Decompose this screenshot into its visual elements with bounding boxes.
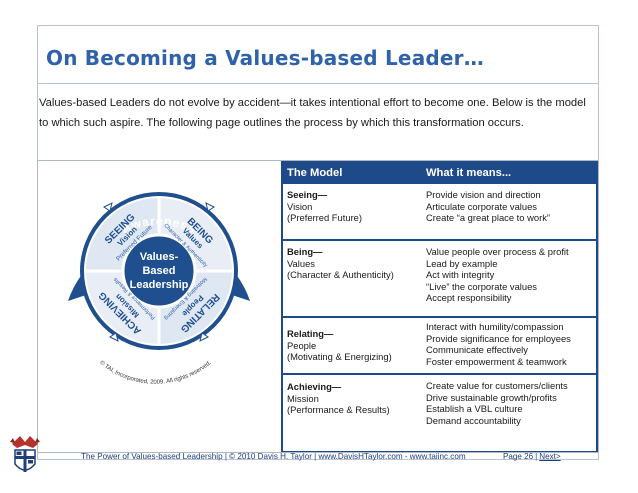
row-meaning-item: Provide vision and direction [426, 189, 541, 200]
table-row: Relating— People (Motivating & Energizin… [283, 318, 596, 373]
row-model-cell: Relating— People (Motivating & Energizin… [287, 328, 392, 363]
row-model-name: Being— [287, 246, 323, 257]
row-meaning-item: Establish a VBL culture [426, 403, 523, 415]
row-meaning-item: Accept responsibility [426, 292, 512, 304]
table-row: Seeing— Vision (Preferred Future) Provid… [283, 184, 596, 239]
row-model-name: Relating— [287, 328, 334, 339]
row-meaning-item: Foster empowerment & teamwork [426, 355, 567, 367]
row-model-sub: Vision [287, 200, 313, 212]
table-header-model: The Model [287, 167, 343, 179]
arrow-icon [103, 202, 113, 212]
arrow-icon [109, 332, 119, 342]
footer-pagination: Page 26|Next> [503, 452, 561, 461]
center-line-3: Leadership [130, 279, 189, 291]
row-meaning-cell: Value people over process & profit Lead … [426, 246, 569, 304]
title-bar: On Becoming a Values-based Leader… [38, 26, 598, 84]
row-meaning-item: Value people over process & profit [426, 246, 569, 257]
row-meaning-item: Demand accountability [426, 414, 521, 426]
diagram-svg: Values- Based Leadership Awareness Accou… [30, 174, 287, 386]
row-meaning-cell: Interact with humility/compassion Provid… [426, 321, 571, 367]
label-accountability: Accountability [38, 265, 65, 357]
row-model-sub: (Character & Authenticity) [287, 269, 394, 281]
row-model-sub: People [287, 339, 317, 351]
row-model-cell: Seeing— Vision (Preferred Future) [287, 189, 362, 224]
next-link[interactable]: Next> [539, 452, 561, 461]
row-meaning-item: Interact with humility/compassion [426, 321, 564, 332]
table-row: Being— Values (Character & Authenticity)… [283, 241, 596, 316]
row-meaning-item: “Live” the corporate values [426, 280, 537, 292]
center-line-1: Values- [140, 251, 179, 263]
row-meaning-cell: Provide vision and direction Articulate … [426, 189, 550, 224]
row-model-sub: Mission [287, 392, 319, 404]
intro-paragraph: Values-based Leaders do not evolve by ac… [39, 97, 586, 129]
crest-dragons [12, 436, 38, 448]
row-meaning-cell: Create value for customers/clients Drive… [426, 380, 568, 426]
arrow-icon [199, 332, 209, 342]
row-meaning-item: Provide significance for employees [426, 332, 571, 344]
table-row: Achieving— Mission (Performance & Result… [283, 375, 596, 451]
row-meaning-item: Drive sustainable growth/profits [426, 391, 557, 403]
row-model-cell: Achieving— Mission (Performance & Result… [287, 381, 390, 416]
row-meaning-item: Act with integrity [426, 269, 495, 281]
page-title: On Becoming a Values-based Leader… [46, 46, 484, 70]
row-model-sub: (Preferred Future) [287, 212, 363, 224]
arrow-icon [205, 202, 215, 212]
model-table: The Model What it means... Seeing— Visio… [281, 161, 598, 452]
values-leadership-diagram: Values- Based Leadership Awareness Accou… [30, 161, 287, 452]
row-model-name: Seeing— [287, 189, 328, 200]
page-number: Page 26 [503, 452, 534, 461]
row-model-sub: Values [287, 257, 315, 269]
row-model-sub: (Motivating & Energizing) [287, 351, 392, 363]
row-meaning-item: Create value for customers/clients [426, 380, 568, 391]
center-circle [121, 233, 197, 309]
crest-logo [10, 436, 40, 472]
row-model-sub: (Performance & Results) [287, 404, 390, 416]
footer-text: The Power of Values-based Leadership | ©… [81, 452, 466, 461]
row-meaning-item: Communicate effectively [426, 344, 528, 356]
row-meaning-item: Articulate corporate values [426, 200, 537, 212]
center-line-2: Based [142, 265, 175, 277]
label-alignment: Alignment [262, 279, 281, 345]
row-meaning-item: Create “a great place to work” [426, 212, 551, 224]
row-model-name: Achieving— [287, 381, 342, 392]
table-header-meaning: What it means... [426, 167, 512, 179]
model-panel: Values- Based Leadership Awareness Accou… [30, 160, 599, 453]
row-meaning-item: Lead by example [426, 257, 498, 269]
row-model-cell: Being— Values (Character & Authenticity) [287, 246, 394, 281]
